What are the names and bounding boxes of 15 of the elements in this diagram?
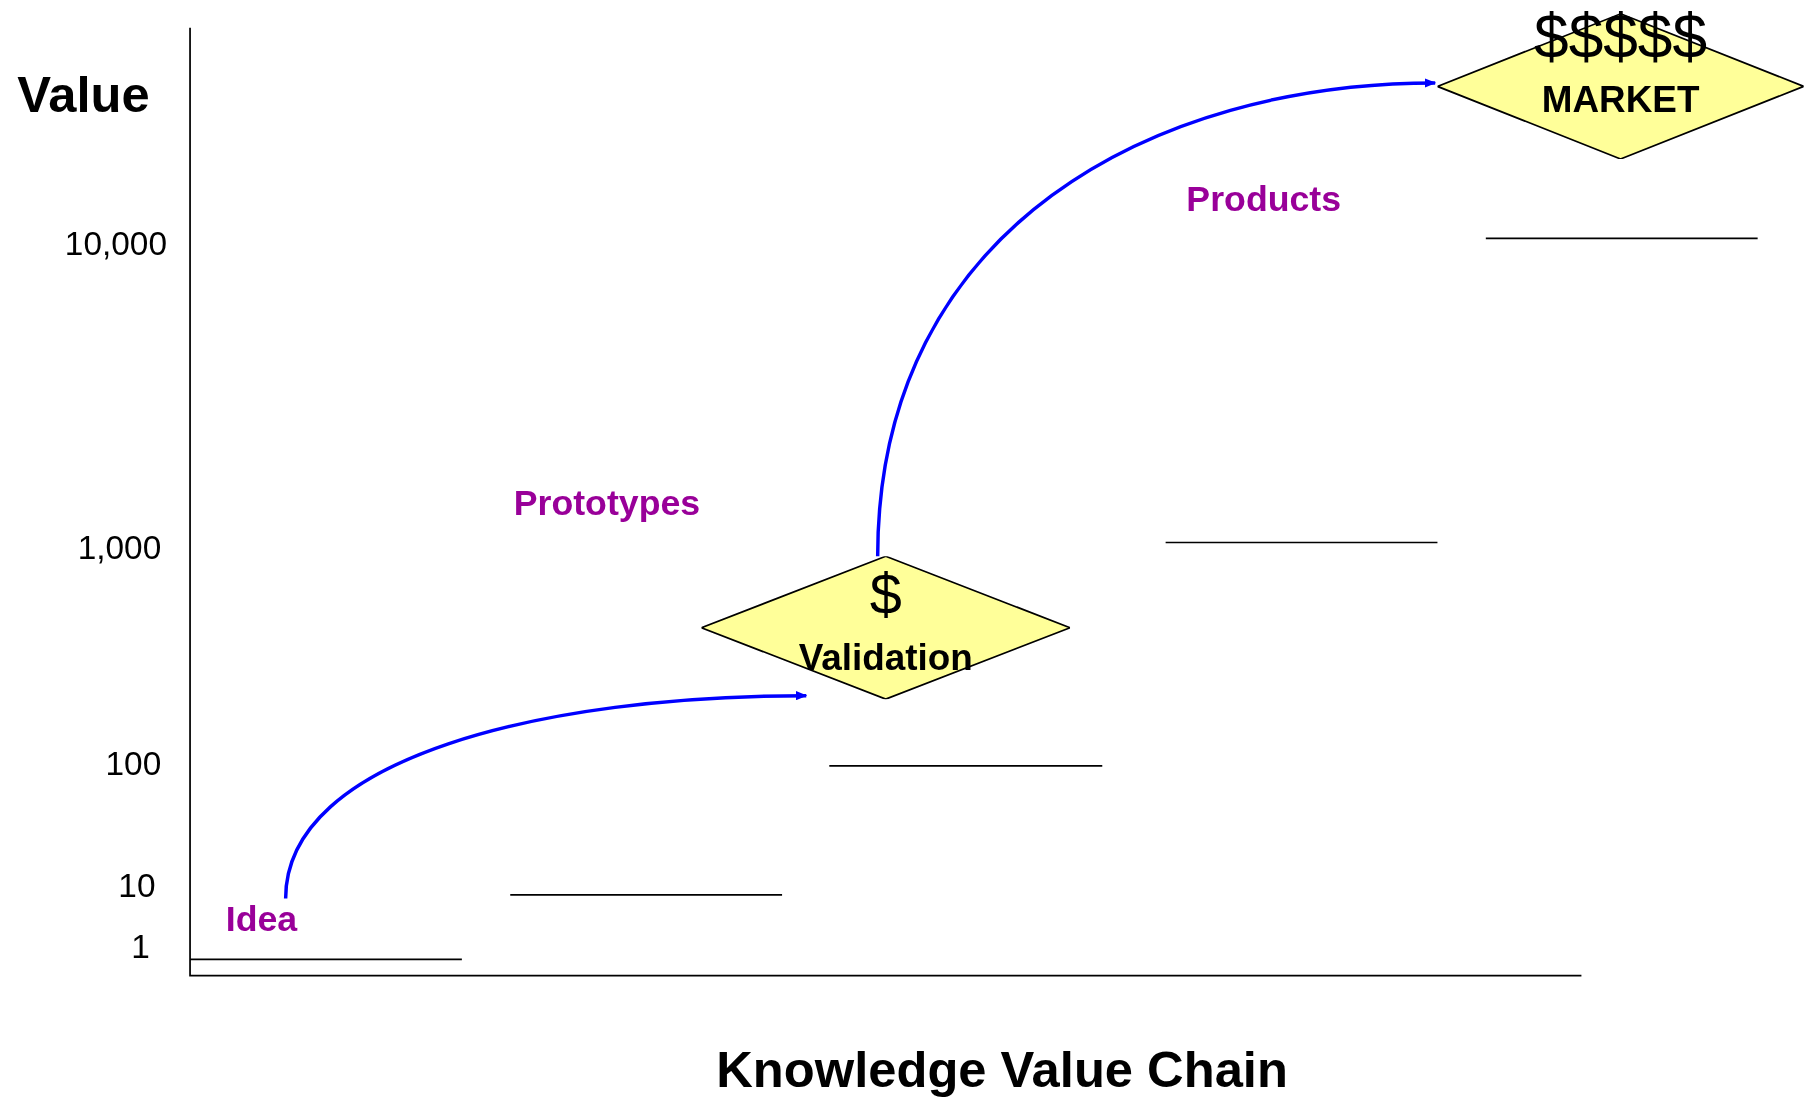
- node-label: Validation: [797, 639, 974, 677]
- tick-label: 100: [105, 747, 162, 781]
- stage-label: Prototypes: [513, 484, 701, 521]
- tick-label: 1: [131, 930, 150, 965]
- stage-label: Idea: [225, 900, 318, 943]
- curved-arrow: [283, 691, 808, 899]
- axis-title: Value: [17, 69, 150, 120]
- stage-label: Products: [1186, 180, 1342, 217]
- tick-label: 10: [118, 869, 156, 903]
- curved-arrow: [875, 78, 1437, 557]
- node-label: MARKET: [1540, 80, 1701, 118]
- axis-title: Knowledge Value Chain: [716, 1044, 1288, 1096]
- tick-label: 10,000: [64, 226, 167, 261]
- currency-symbol: $: [868, 565, 903, 624]
- tick-label: 1,000: [77, 531, 162, 565]
